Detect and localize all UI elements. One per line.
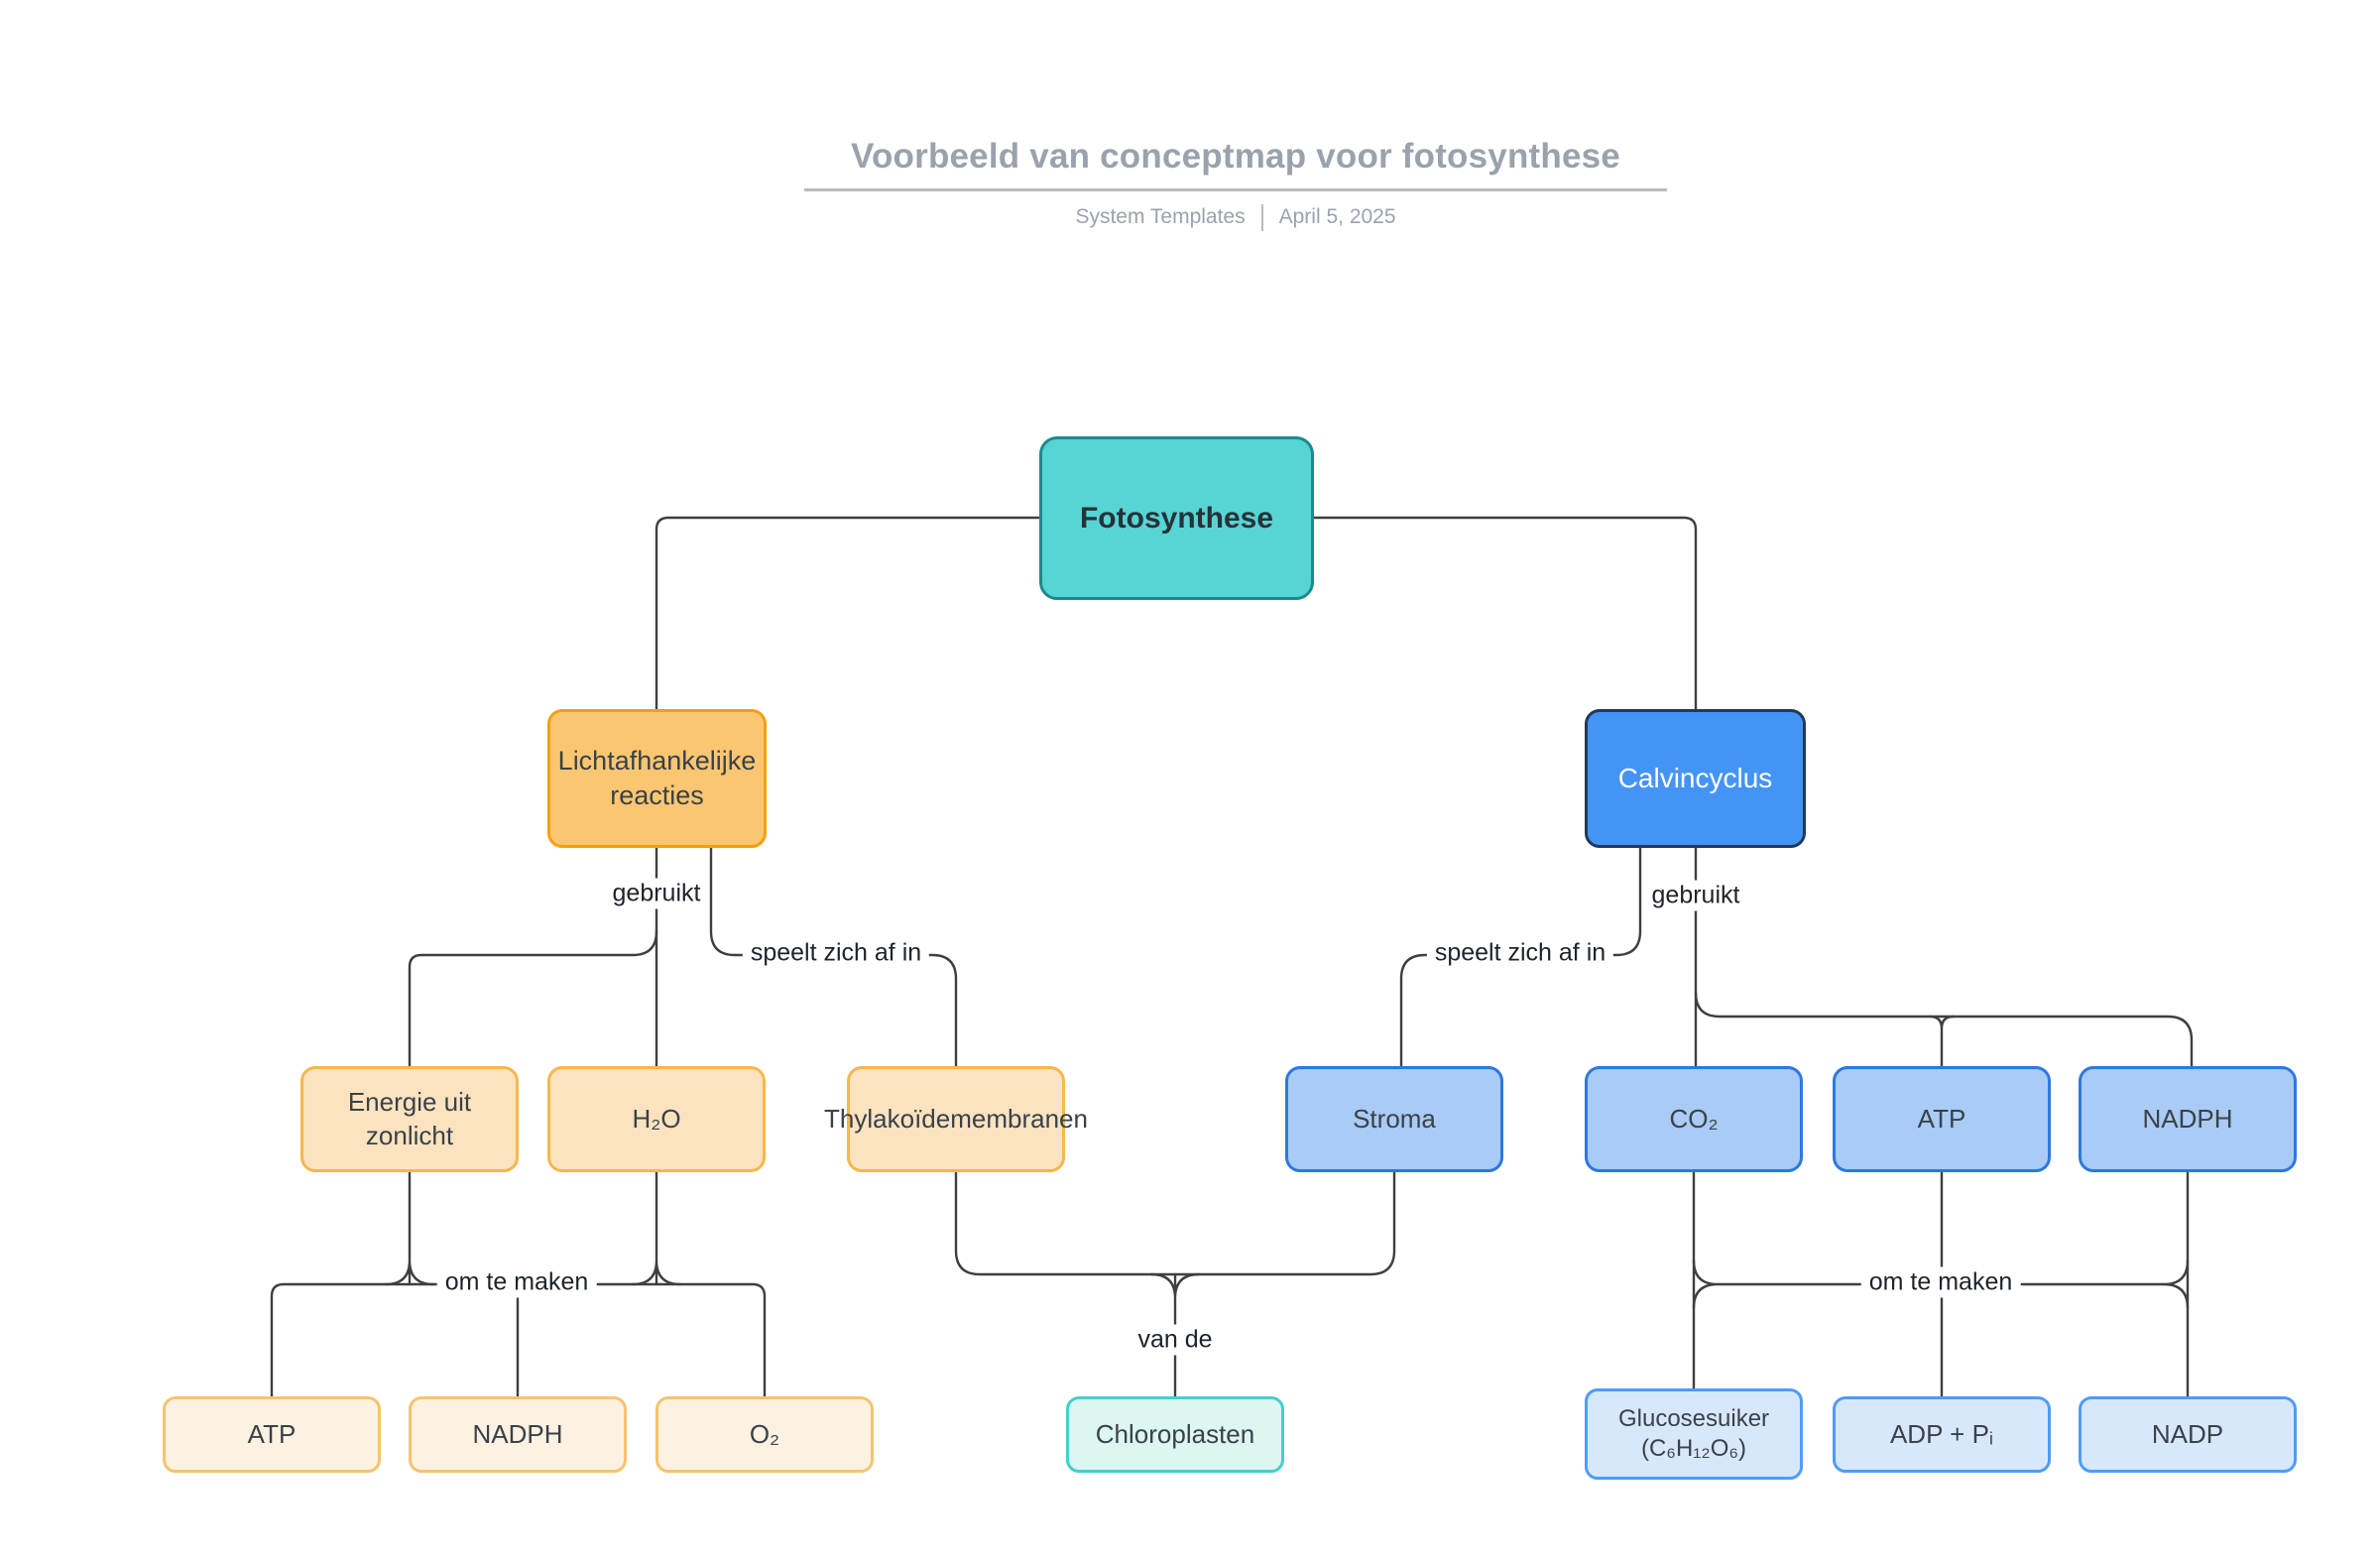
node-nadp: NADP <box>2079 1396 2297 1473</box>
node-co2: CO₂ <box>1585 1066 1803 1172</box>
edge-label-omtemaken-right: om te maken <box>1860 1266 2021 1298</box>
subtitle-date: April 5, 2025 <box>1278 205 1396 228</box>
node-glucosesuiker: Glucosesuiker (C₆H₁₂O₆) <box>1585 1388 1803 1480</box>
node-lichtafhankelijke-reacties-label: Lichtafhankelijke reacties <box>557 745 757 810</box>
subtitle-source: System Templates <box>1075 205 1246 228</box>
edge-label-gebruikt-left: gebruikt <box>604 878 709 909</box>
node-lichtafhankelijke-reacties: Lichtafhankelijke reacties <box>547 709 767 848</box>
node-atp-input-label: ATP <box>1917 1103 1966 1134</box>
edge-vande-arch <box>954 1170 1396 1276</box>
edge-label-speelt-right: speelt zich af in <box>1426 937 1614 969</box>
node-nadph-input-label: NADPH <box>2142 1103 2233 1134</box>
node-calvincyclus-label: Calvincyclus <box>1617 762 1773 793</box>
node-fotosynthese: Fotosynthese <box>1039 436 1314 600</box>
edge-licht-gebruikt-branch <box>408 929 658 1068</box>
node-glucosesuiker-label: Glucosesuiker (C₆H₁₂O₆) <box>1617 1405 1770 1462</box>
node-atp-output: ATP <box>163 1396 381 1473</box>
node-adp-pi: ADP + Pᵢ <box>1833 1396 2051 1473</box>
node-fotosynthese-label: Fotosynthese <box>1079 502 1274 535</box>
edge-atp-in-drop <box>1928 1015 1956 1068</box>
node-adp-pi-label: ADP + Pᵢ <box>1889 1418 1994 1449</box>
node-nadph-output: NADPH <box>409 1396 627 1473</box>
edge-label-van-de: van de <box>1130 1324 1221 1356</box>
edge-calvin-gebruikt-branch <box>1694 991 2194 1068</box>
edge-omtemaken-right-flare-l <box>1692 1259 1720 1310</box>
page-title: Voorbeeld van conceptmap voor fotosynthe… <box>851 137 1620 176</box>
edge-fotosynthese-calvincyclus <box>1312 516 1698 711</box>
node-thylakoidemembranen-label: Thylakoïdemembranen <box>824 1103 1088 1134</box>
edge-label-gebruikt-right: gebruikt <box>1643 880 1748 911</box>
node-stroma-label: Stroma <box>1353 1103 1436 1134</box>
node-chloroplasten: Chloroplasten <box>1066 1396 1284 1473</box>
subtitle: System Templates April 5, 2025 <box>804 202 1667 232</box>
node-o2: O₂ <box>655 1396 874 1473</box>
edge-label-omtemaken-left: om te maken <box>436 1266 597 1298</box>
node-o2-label: O₂ <box>749 1418 780 1449</box>
node-h2o-label: H₂O <box>632 1103 681 1134</box>
edge-label-speelt-left: speelt zich af in <box>742 937 930 969</box>
subtitle-divider <box>1260 203 1263 231</box>
node-nadph-output-label: NADPH <box>472 1418 563 1449</box>
node-nadph-input: NADPH <box>2079 1066 2297 1172</box>
node-chloroplasten-label: Chloroplasten <box>1095 1418 1255 1449</box>
node-atp-input: ATP <box>1833 1066 2051 1172</box>
edge-h2o-drop <box>631 1170 682 1286</box>
node-h2o: H₂O <box>547 1066 766 1172</box>
node-atp-output-label: ATP <box>247 1418 297 1449</box>
node-energie-uit-zonlicht: Energie uit zonlicht <box>300 1066 519 1172</box>
node-stroma: Stroma <box>1285 1066 1503 1172</box>
title-block: Voorbeeld van conceptmap voor fotosynthe… <box>804 137 1667 191</box>
node-thylakoidemembranen: Thylakoïdemembranen <box>824 1066 1088 1172</box>
edge-energie-drop <box>384 1170 435 1286</box>
node-nadp-label: NADP <box>2151 1418 2224 1449</box>
edge-omtemaken-right-flare-r <box>2162 1259 2190 1310</box>
node-co2-label: CO₂ <box>1669 1103 1719 1134</box>
node-calvincyclus: Calvincyclus <box>1585 709 1806 848</box>
node-energie-uit-zonlicht-label: Energie uit zonlicht <box>347 1086 472 1150</box>
edge-fotosynthese-lichtreacties <box>654 516 1041 711</box>
